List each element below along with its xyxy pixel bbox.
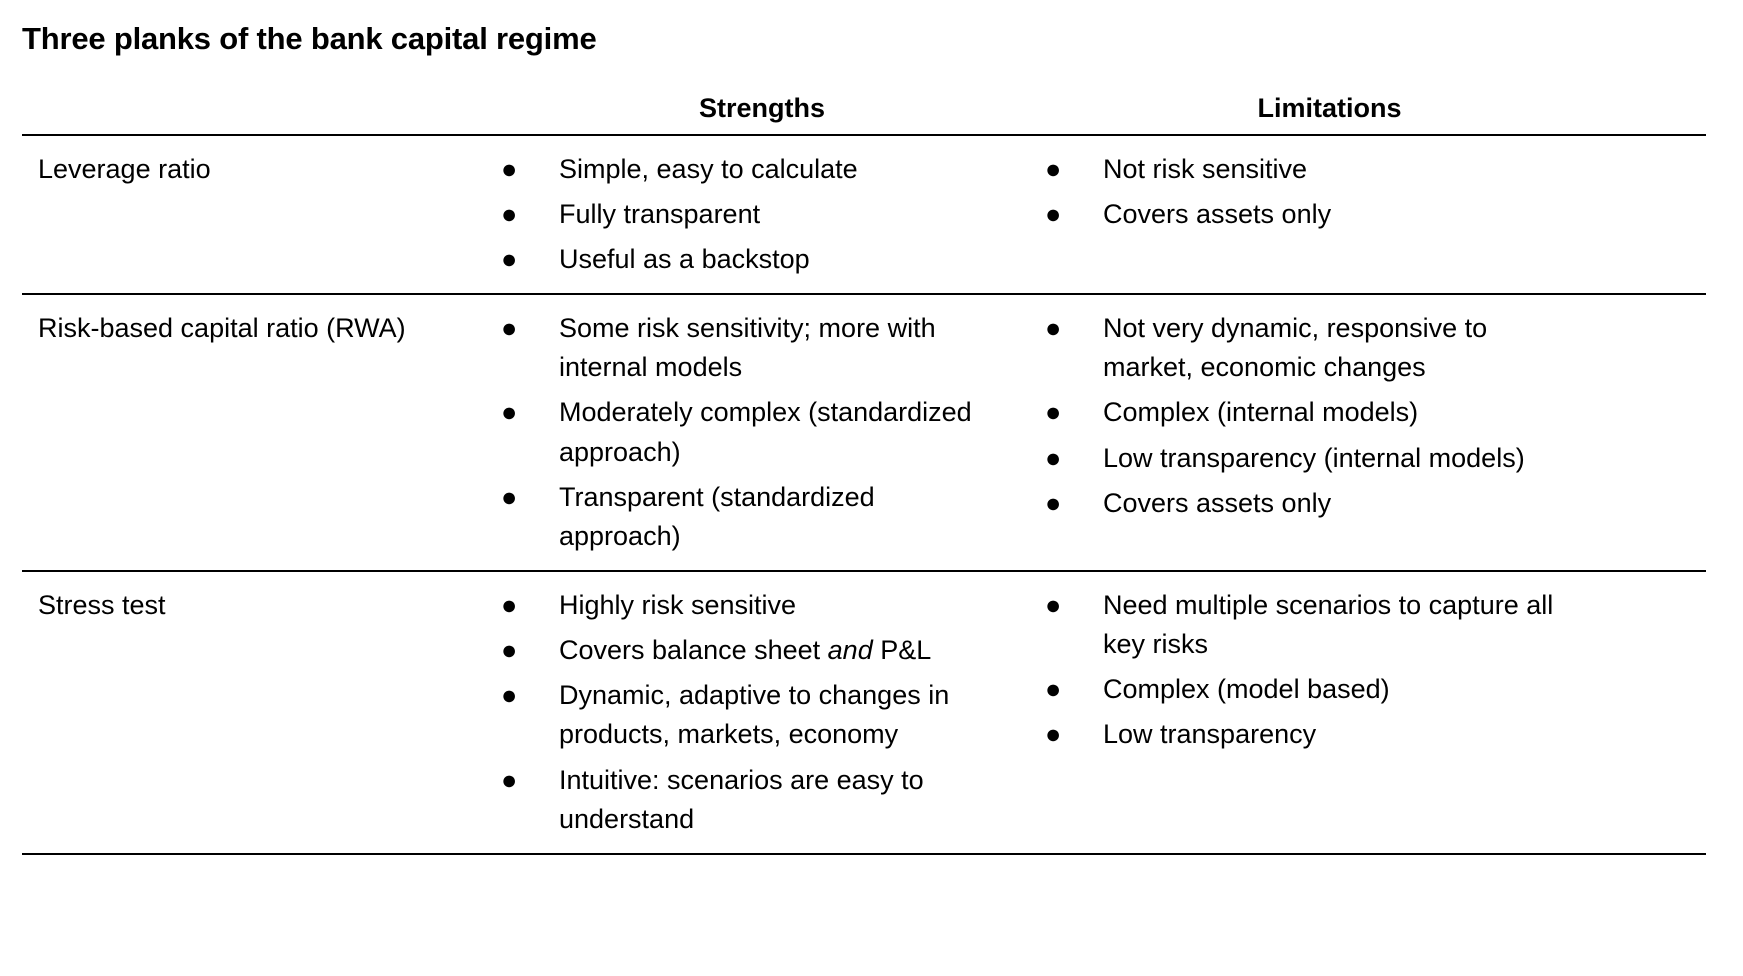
bullet-dot-icon: ● [501,590,518,621]
list-item-text: Not risk sensitive [1103,153,1308,184]
list-item-text: Fully transparent [559,198,761,229]
list-item-text: Low transparency [1103,719,1317,750]
bullet-dot-icon: ● [501,481,518,512]
list-item: ● Not very dynamic, responsive to market… [1041,309,1581,387]
bullet-dot-icon: ● [501,680,518,711]
bullet-dot-icon: ● [501,635,518,666]
table-row: Stress test ● Highly risk sensitive ● Co… [22,572,1706,853]
row-label-risk-based-capital-ratio: Risk-based capital ratio (RWA) [38,313,406,344]
bullet-dot-icon: ● [501,313,518,344]
list-item-text: Dynamic, adaptive to changes in products… [559,680,950,750]
bullet-dot-icon: ● [1045,198,1062,229]
list-item-text: Complex (internal models) [1103,397,1419,428]
list-item: ● Low transparency (internal models) [1041,439,1581,478]
bullet-dot-icon: ● [501,397,518,428]
bullet-list: ● Some risk sensitivity; more with inter… [497,309,997,556]
list-item-text: Transparent (standardized approach) [559,481,875,551]
table-row: Risk-based capital ratio (RWA) ● Some ri… [22,295,1706,570]
list-item: ● Useful as a backstop [497,240,997,279]
list-item: ● Low transparency [1041,715,1581,754]
list-item-text: Some risk sensitivity; more with interna… [559,313,936,383]
row-label-stress-test: Stress test [38,590,166,621]
column-header-strengths: Strengths [698,93,825,123]
list-item-text: Simple, easy to calculate [559,153,858,184]
list-item: ● Highly risk sensitive [497,586,997,625]
list-item: ● Complex (internal models) [1041,393,1581,432]
bullet-dot-icon: ● [1045,590,1062,621]
list-item: ● Covers balance sheet and P&L [497,631,997,670]
list-item-text: Covers assets only [1103,487,1332,518]
list-item-text: Need multiple scenarios to capture all k… [1103,590,1554,660]
table-rule-1 [22,293,1706,296]
list-item: ● Some risk sensitivity; more with inter… [497,309,997,387]
cell-strengths-row-2: ● Highly risk sensitive ● Covers balance… [497,586,1027,839]
table-rule-bottom [22,852,1706,855]
list-item-text: Useful as a backstop [559,244,810,275]
list-item-text: Moderately complex (standardized approac… [559,397,972,467]
list-item: ● Complex (model based) [1041,670,1581,709]
bullet-dot-icon: ● [501,764,518,795]
bullet-dot-icon: ● [1045,313,1062,344]
list-item-text: Complex (model based) [1103,674,1390,705]
bullet-dot-icon: ● [1045,487,1062,518]
list-item: ● Intuitive: scenarios are easy to under… [497,761,997,839]
bullet-dot-icon: ● [501,198,518,229]
list-item: ● Covers assets only [1041,195,1581,234]
list-item: ● Simple, easy to calculate [497,150,997,189]
list-item: ● Covers assets only [1041,484,1581,523]
bullet-list: ● Not very dynamic, responsive to market… [1027,309,1581,523]
page-title: Three planks of the bank capital regime [22,21,597,56]
table-rule-top [22,133,1706,136]
bullet-dot-icon: ● [1045,153,1062,184]
cell-limitations-row-0: ● Not risk sensitive ● Covers assets onl… [1027,150,1706,279]
bullet-dot-icon: ● [501,244,518,275]
bullet-list: ● Need multiple scenarios to capture all… [1027,586,1581,755]
list-item: ● Fully transparent [497,195,997,234]
list-item: ● Dynamic, adaptive to changes in produc… [497,676,997,754]
list-item-text: Not very dynamic, responsive to market, … [1103,313,1488,383]
bullet-list: ● Simple, easy to calculate ● Fully tran… [497,150,997,279]
bullet-list: ● Not risk sensitive ● Covers assets onl… [1027,150,1581,234]
table-row: Leverage ratio ● Simple, easy to calcula… [22,136,1706,293]
list-item: ● Transparent (standardized approach) [497,478,997,556]
list-item-text: Low transparency (internal models) [1103,442,1525,473]
bullet-dot-icon: ● [1045,442,1062,473]
cell-strengths-row-0: ● Simple, easy to calculate ● Fully tran… [497,150,1027,279]
row-label-leverage-ratio: Leverage ratio [38,153,211,184]
cell-strengths-row-1: ● Some risk sensitivity; more with inter… [497,309,1027,556]
table-rule-2 [22,570,1706,573]
list-item: ● Moderately complex (standardized appro… [497,393,997,471]
list-item: ● Need multiple scenarios to capture all… [1041,586,1581,664]
bullet-dot-icon: ● [1045,719,1062,750]
cell-limitations-row-1: ● Not very dynamic, responsive to market… [1027,309,1706,556]
column-header-limitations: Limitations [1257,93,1402,123]
comparison-table: Strengths Limitations Leverage ratio ● S… [22,92,1706,855]
table-header-row: Strengths Limitations [22,92,1706,134]
header-cell-label [22,92,497,126]
list-item-text: Covers balance sheet and P&L [559,635,932,666]
list-item-text: Intuitive: scenarios are easy to underst… [559,764,924,834]
list-item-text: Highly risk sensitive [559,590,797,621]
bullet-dot-icon: ● [1045,397,1062,428]
bullet-dot-icon: ● [1045,674,1062,705]
list-item-text: Covers assets only [1103,198,1332,229]
cell-limitations-row-2: ● Need multiple scenarios to capture all… [1027,586,1706,839]
list-item: ● Not risk sensitive [1041,150,1581,189]
bullet-dot-icon: ● [501,153,518,184]
bullet-list: ● Highly risk sensitive ● Covers balance… [497,586,997,839]
